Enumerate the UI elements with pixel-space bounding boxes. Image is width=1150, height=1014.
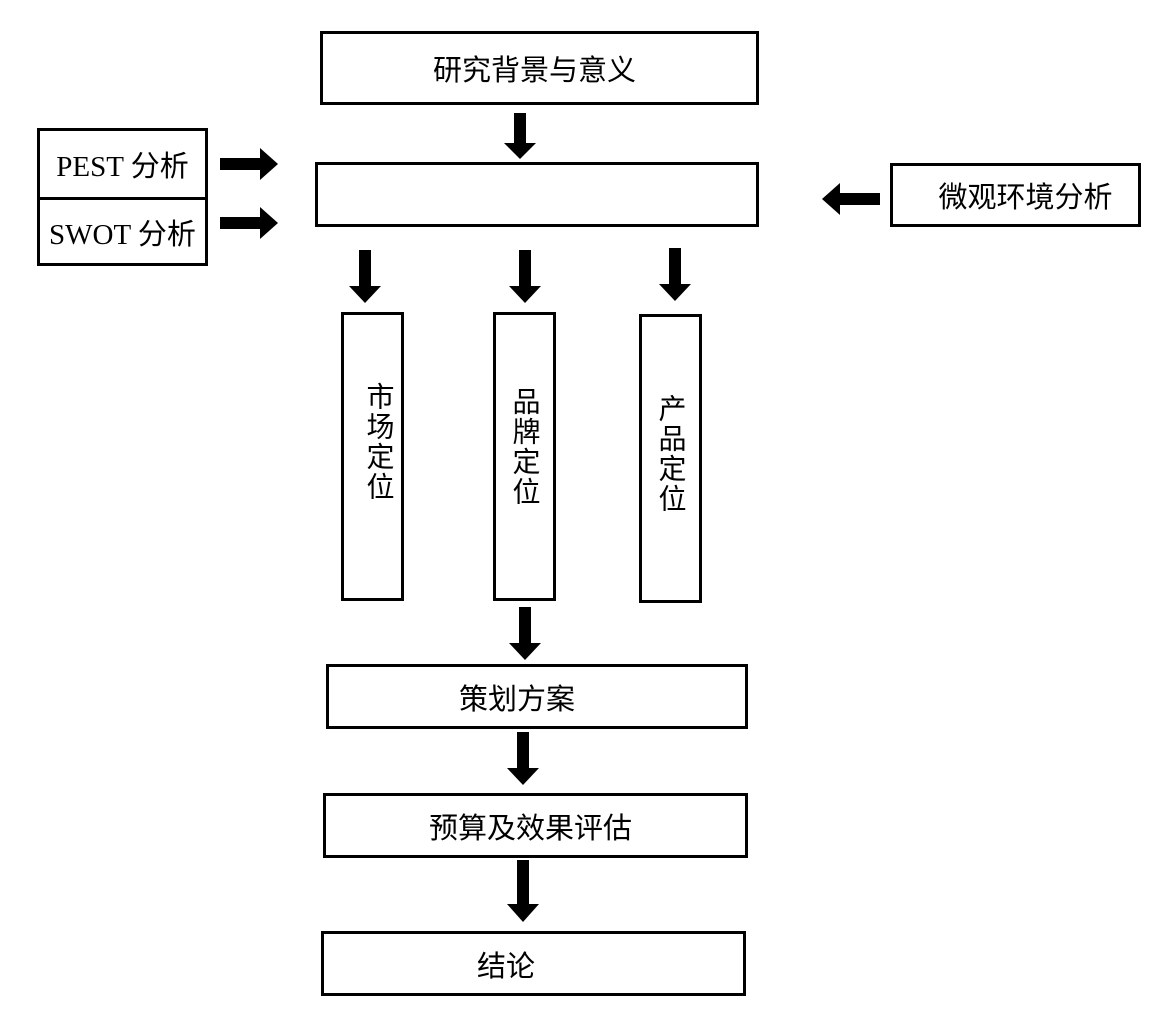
conclusion-box: 结论 [321, 931, 746, 996]
plan-box: 策划方案 [326, 664, 748, 729]
micro-environment-label: 微观环境分析 [938, 182, 1113, 214]
research-background-box: 研究背景与意义 [320, 31, 759, 105]
swot-analysis-label: SWOT 分析 [49, 218, 196, 251]
brand-positioning-label: 品牌定位 [508, 386, 542, 507]
swot-analysis-box: SWOT 分析 [37, 197, 208, 266]
arrow-down-icon [504, 113, 536, 159]
arrow-right-icon [220, 207, 278, 239]
arrow-down-icon [507, 860, 539, 922]
conclusion-label: 结论 [476, 950, 535, 983]
arrow-down-icon [509, 250, 541, 303]
arrow-down-icon [509, 607, 541, 660]
arrow-down-icon [659, 248, 691, 301]
arrow-right-icon [220, 148, 278, 180]
plan-label: 策划方案 [458, 683, 575, 716]
product-positioning-label: 产品定位 [654, 393, 688, 514]
market-positioning-box: 市场定位 [341, 312, 404, 601]
research-background-label: 研究背景与意义 [432, 55, 636, 87]
micro-environment-box: 微观环境分析 [890, 163, 1141, 227]
arrow-left-icon [822, 183, 880, 215]
center-analysis-box [315, 162, 759, 227]
budget-evaluation-box: 预算及效果评估 [323, 793, 748, 858]
brand-positioning-box: 品牌定位 [493, 312, 556, 601]
pest-analysis-label: PEST 分析 [56, 151, 189, 183]
market-positioning-label: 市场定位 [362, 381, 396, 502]
pest-analysis-box: PEST 分析 [37, 128, 208, 200]
arrow-down-icon [507, 732, 539, 785]
arrow-down-icon [349, 250, 381, 303]
budget-evaluation-label: 预算及效果评估 [428, 812, 632, 845]
product-positioning-box: 产品定位 [639, 314, 702, 603]
